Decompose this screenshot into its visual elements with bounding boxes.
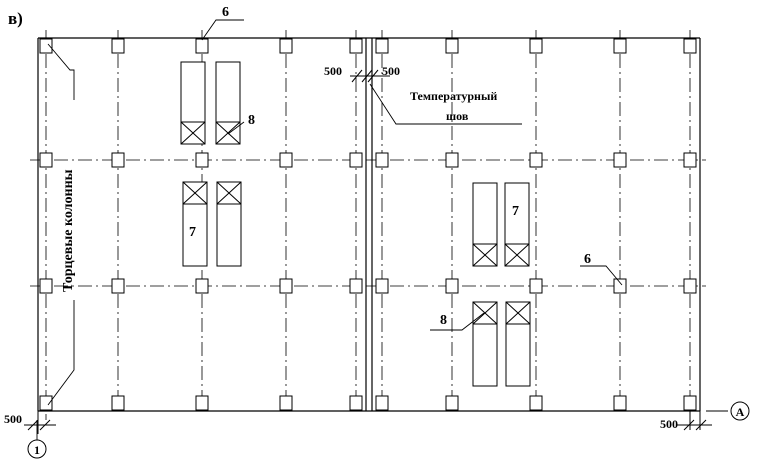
bay-rect [180,61,206,145]
bay-rect [215,61,241,145]
crossed-box [472,301,531,325]
leader-temp-joint [369,83,522,125]
label-6-right: 6 [584,252,591,267]
column [613,395,627,411]
label-7-right: 7 [512,204,519,219]
column [349,152,363,168]
leader-6-right [580,265,623,286]
column [279,152,293,168]
leader-6-top [201,19,244,41]
expansion-joint [365,38,373,411]
dim-joint-left: 500 [324,64,342,78]
dimension-marks [24,69,728,434]
equipment-bay-mid-left [182,181,242,267]
bay-rect [472,301,498,387]
column [683,278,697,294]
column [195,152,209,168]
column [375,278,389,294]
column [39,278,53,294]
equipment-bay-top-left [180,61,241,145]
column [39,395,53,411]
column [375,152,389,168]
column [529,152,543,168]
bay-rect [182,181,208,267]
end-columns-label: Торцевые колонны [61,169,76,292]
leader-8-right [430,312,485,331]
bay-rect [472,182,498,267]
column [375,38,389,54]
column [445,38,459,54]
column [683,152,697,168]
column [195,395,209,411]
column [683,38,697,54]
column [195,278,209,294]
label-8-right: 8 [440,313,447,328]
dim-bottom-left: 500 [4,412,22,426]
column [39,152,53,168]
column [279,278,293,294]
label-7-left: 7 [189,225,196,240]
label-6-top: 6 [222,5,229,20]
column [445,278,459,294]
equipment-bay-mid-right [472,182,530,267]
axis-1-label: 1 [34,443,40,457]
column [529,278,543,294]
column [683,395,697,411]
column [613,278,627,294]
column [613,152,627,168]
dim-joint-right: 500 [382,64,400,78]
column [529,395,543,411]
temp-joint-label-line2: шов [446,109,469,123]
figure-label: в) [8,9,23,28]
axis-A-label: А [736,405,745,419]
column [529,38,543,54]
column [279,395,293,411]
leader-lines [47,19,623,406]
crossed-box [182,181,242,205]
column [111,395,125,411]
grid-axes [30,30,706,420]
column [445,152,459,168]
column [279,38,293,54]
column [349,395,363,411]
building-outline [37,37,701,412]
leader-end-columns-bottom [47,300,75,406]
equipment-bay-bottom-right [472,301,531,387]
bay-rect [216,181,242,267]
column [445,395,459,411]
column [195,38,209,54]
columns [39,38,697,411]
dim-bottom-right: 500 [660,417,678,431]
leader-8-top [227,121,245,135]
axis-marker-A: А [730,401,750,421]
leader-end-columns-top [47,43,75,100]
crossed-box [472,243,530,267]
bay-rect [505,301,531,387]
column [349,278,363,294]
column [111,38,125,54]
column [613,38,627,54]
column [349,38,363,54]
crossed-box [180,121,241,145]
column [375,395,389,411]
axis-marker-1: 1 [27,420,47,459]
column [111,152,125,168]
column [39,38,53,54]
temp-joint-label-line1: Температурный [410,89,497,103]
column [111,278,125,294]
bay-rect [504,182,530,267]
label-8-top: 8 [248,113,255,128]
